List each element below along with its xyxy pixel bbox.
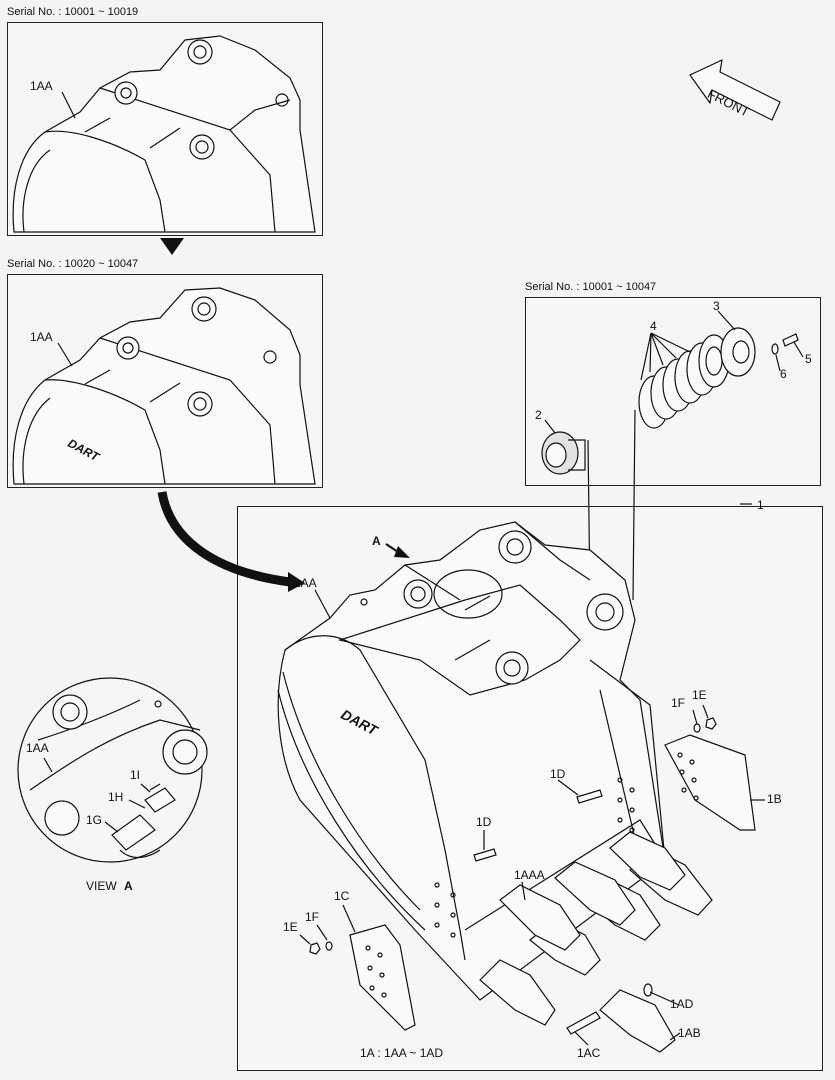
callout-1e-right: 1E	[692, 688, 707, 702]
callout-1f-left: 1F	[305, 910, 320, 924]
callout-1f-right: 1F	[671, 696, 686, 710]
front-arrow	[689, 59, 781, 121]
callout-2: 2	[535, 408, 542, 422]
bucket-mid-view	[12, 287, 316, 485]
callout-1ab: 1AB	[678, 1026, 701, 1040]
callout-1h: 1H	[108, 790, 124, 804]
callout-1e-left: 1E	[283, 920, 298, 934]
callout-3: 3	[713, 299, 720, 313]
callout-1d-upper: 1D	[550, 767, 566, 781]
sequence-arrow	[160, 238, 184, 255]
callout-1aa-view: 1AA	[26, 741, 49, 755]
callout-1: 1	[757, 498, 764, 512]
serial-caption-top: Serial No. : 10001 ~ 10019	[7, 6, 139, 18]
bucket-main	[277, 521, 756, 1053]
curved-pointer-arrow	[157, 491, 291, 587]
callout-1ac: 1AC	[577, 1046, 601, 1060]
callout-6: 6	[780, 367, 787, 381]
callout-4: 4	[650, 319, 657, 333]
view-letter: A	[124, 879, 133, 893]
callout-1b: 1B	[767, 792, 782, 806]
view-a-caption: VIEW A	[86, 879, 133, 893]
serial-caption-right: Serial No. : 10001 ~ 10047	[525, 281, 657, 293]
callout-1d-lower: 1D	[476, 815, 492, 829]
callout-1ad: 1AD	[670, 997, 694, 1011]
view-label: VIEW	[86, 879, 117, 893]
callout-1g: 1G	[86, 813, 103, 827]
callout-5: 5	[805, 352, 812, 366]
serial-caption-mid: Serial No. : 10020 ~ 10047	[7, 258, 139, 270]
assembly-note: 1A : 1AA ~ 1AD	[360, 1046, 444, 1060]
view-a-detail	[17, 677, 208, 863]
callout-1aa-mid: 1AA	[30, 330, 53, 344]
pin-parts	[541, 310, 804, 601]
callout-1i: 1I	[130, 768, 141, 782]
callout-1aa-top: 1AA	[30, 79, 53, 93]
bucket-top-view	[12, 35, 316, 233]
callout-arrow-a: A	[372, 534, 381, 548]
callout-1aaa: 1AAA	[514, 868, 545, 882]
callout-1c: 1C	[334, 889, 350, 903]
callout-1aa-main: 1AA	[294, 576, 317, 590]
